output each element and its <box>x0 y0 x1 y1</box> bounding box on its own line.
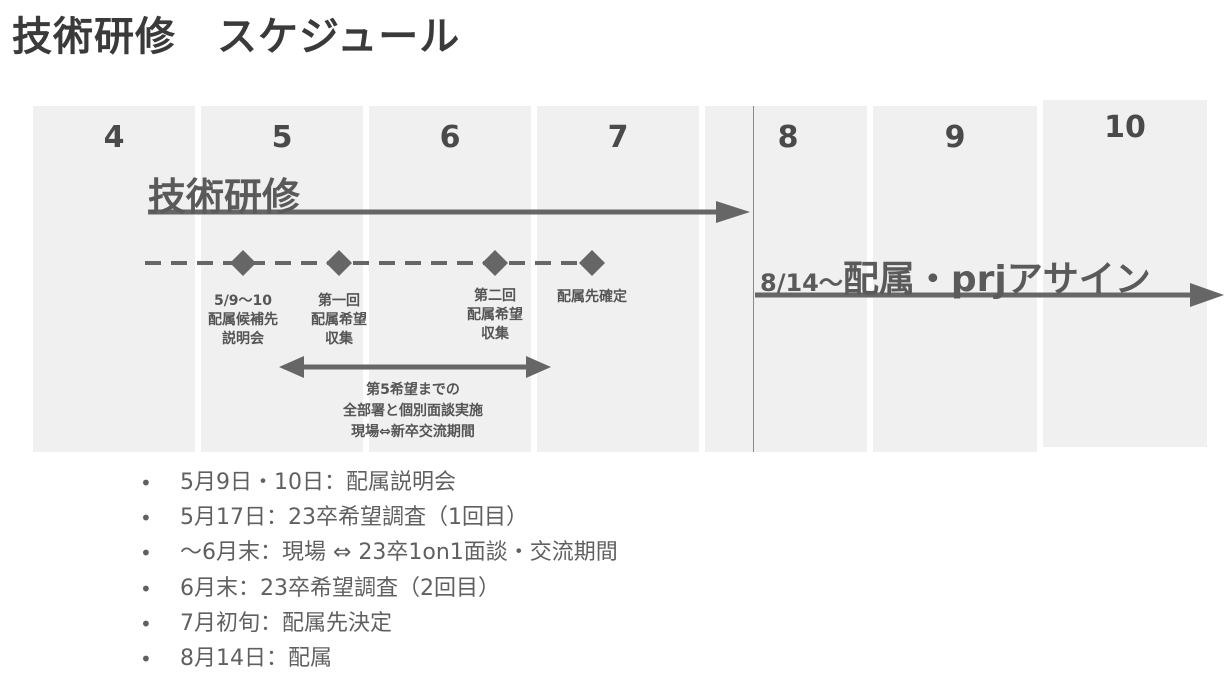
bullet-icon: • <box>140 646 152 671</box>
assignment-date: 8/14～配属・prjアサイン <box>760 259 1151 300</box>
month-label: 6 <box>439 120 461 155</box>
milestone-marker <box>482 250 508 276</box>
month-column-7: 7 <box>537 106 699 452</box>
month-label: 10 <box>1104 110 1146 145</box>
note-text: 5月9日・10日：配属説明会 <box>180 470 456 495</box>
month-column-8: 8 <box>705 106 867 452</box>
milestone-marker <box>326 250 352 276</box>
assignment-arrowhead <box>1190 283 1224 307</box>
note-text: 7月初旬：配属先決定 <box>180 610 392 636</box>
list-item: • 5月9日・10日：配属説明会 <box>140 468 618 503</box>
month-label: 7 <box>607 120 629 155</box>
interview-period-arrowhead-right <box>526 356 551 378</box>
milestone-label: 配属先確定 <box>557 289 627 305</box>
month-column-6: 6 <box>369 106 531 452</box>
month-label: 8 <box>777 120 799 155</box>
month-column-10: 10 <box>1043 100 1207 447</box>
milestone-marker <box>579 250 605 276</box>
month-label: 9 <box>944 120 966 155</box>
milestone-label: 第二回 配属希望 収集 <box>467 288 523 342</box>
month-label: 4 <box>103 120 125 155</box>
assignment-divider <box>753 106 754 452</box>
milestone-marker <box>230 250 256 276</box>
bullet-icon: • <box>140 611 152 636</box>
milestone-label: 5/9～10 配属候補先 説明会 <box>208 293 278 347</box>
list-item: • 5月17日：23卒希望調査（1回目） <box>140 503 618 538</box>
assignment-date-prefix: 8/14～ <box>760 269 843 297</box>
bullet-icon: • <box>140 576 152 601</box>
list-item: • 6月末：23卒希望調査（2回目） <box>140 574 618 609</box>
interview-period-label: 第5希望までの 全部署と個別面談実施 現場⇔新卒交流期間 <box>343 382 483 440</box>
interview-period-arrowhead-left <box>279 356 304 378</box>
schedule-notes: • 5月9日・10日：配属説明会 • 5月17日：23卒希望調査（1回目） • ～6月… <box>140 468 618 679</box>
bullet-icon: • <box>140 506 152 531</box>
list-item: • 7月初旬：配属先決定 <box>140 609 618 644</box>
note-text: 5月17日：23卒希望調査（1回目） <box>180 505 528 531</box>
month-label: 5 <box>271 120 293 155</box>
bullet-icon: • <box>140 541 152 566</box>
assignment-phase-label: 8/14～配属・prjアサイン <box>760 250 1151 302</box>
month-column-5: 5 <box>201 106 363 452</box>
milestone-label: 第一回 配属希望 収集 <box>311 293 367 347</box>
bullet-icon: • <box>140 471 152 495</box>
month-column-9: 9 <box>873 106 1037 452</box>
note-text: ～6月末：現場 ⇔ 23卒1on1面談・交流期間 <box>180 540 618 566</box>
list-item: • ～6月末：現場 ⇔ 23卒1on1面談・交流期間 <box>140 538 618 573</box>
note-text: 6月末：23卒希望調査（2回目） <box>180 575 500 601</box>
training-phase-label: 技術研修 <box>148 175 301 219</box>
month-column-4: 4 <box>33 106 195 452</box>
note-text: 8月14日：配属 <box>180 645 332 671</box>
list-item: • 8月14日：配属 <box>140 644 618 679</box>
page-title: 技術研修 スケジュール <box>12 14 461 60</box>
training-arrowhead <box>716 201 750 223</box>
assignment-phase-text: 配属・prjアサイン <box>842 259 1151 300</box>
